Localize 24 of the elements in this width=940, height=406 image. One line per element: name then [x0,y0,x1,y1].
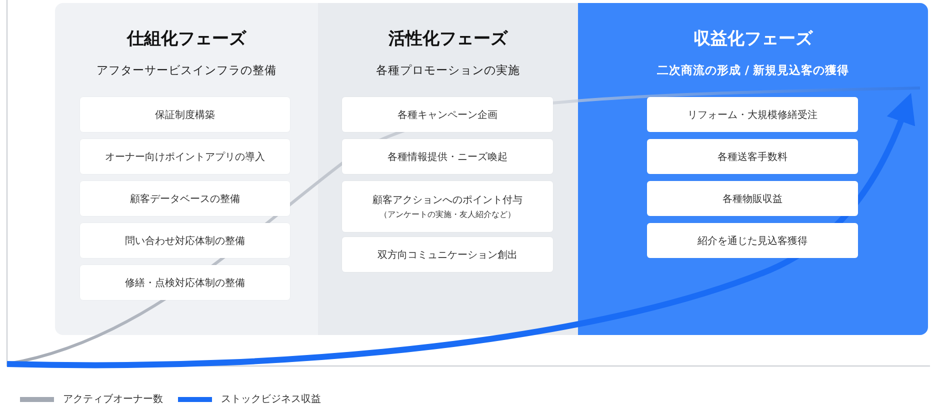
item-box: 問い合わせ対応体制の整備 [80,223,290,258]
item-box: 保証制度構築 [80,97,290,132]
phase-subheading: 二次商流の形成 / 新規見込客の獲得 [656,63,850,78]
phase-subheading: 各種プロモーションの実施 [375,63,521,78]
item-box: オーナー向けポイントアプリの導入 [80,139,290,174]
phase-heading: 活性化フェーズ [388,28,509,50]
item-box: 顧客アクションへのポイント付与 （アンケートの実施・友人紹介など） [342,181,553,232]
phase-subheading: アフターサービスインフラの整備 [96,63,278,78]
legend-label: ストックビジネス収益 [221,392,321,406]
phase-heading: 仕組化フェーズ [126,28,248,50]
item-box: 各種送客手数料 [647,139,858,174]
item-box: リフォーム・大規模修繕受注 [647,97,858,132]
item-box: 修繕・点検対応体制の整備 [80,265,290,300]
item-box: 各種物販収益 [647,181,858,216]
item-box: 各種キャンペーン企画 [342,97,553,132]
item-box: 紹介を通じた見込客獲得 [647,223,858,258]
item-box: 各種情報提供・ニーズ喚起 [342,139,553,174]
phase-heading: 収益化フェーズ [692,28,814,50]
item-box: 顧客データベースの整備 [80,181,290,216]
phase-panel [55,3,318,335]
phase-panel [578,3,928,335]
item-box: 双方向コミュニケーション創出 [342,237,553,272]
legend-label: アクティブオーナー数 [63,392,163,406]
phase-panel [318,3,578,335]
